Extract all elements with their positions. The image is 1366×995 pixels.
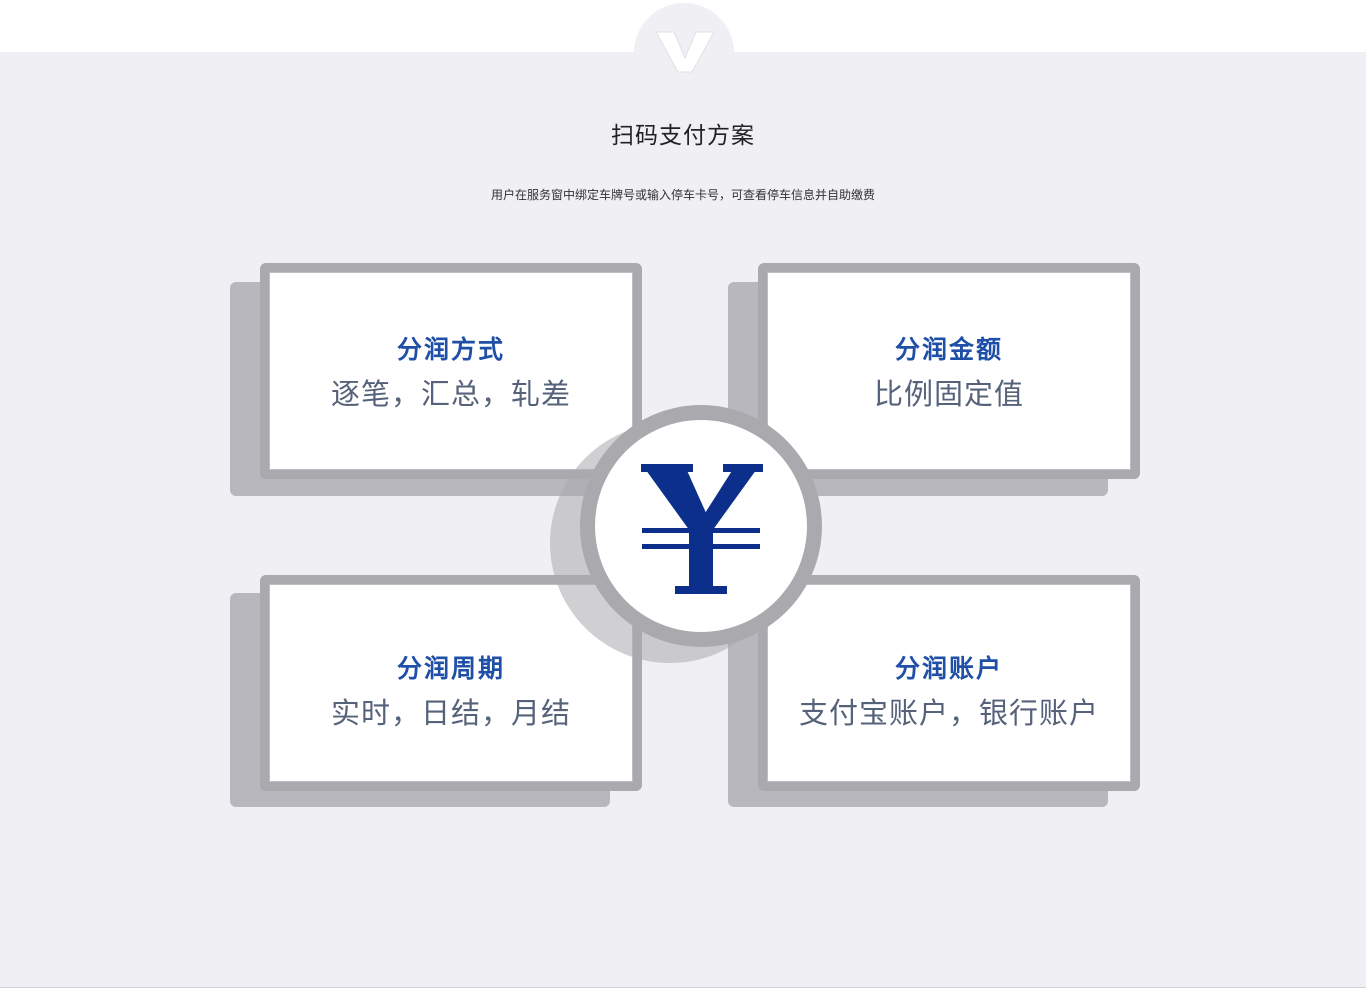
chevron-down-icon[interactable] (654, 28, 716, 74)
page-subtitle: 用户在服务窗中绑定车牌号或输入停车卡号，可查看停车信息并自助缴费 (490, 188, 875, 202)
card-text: 支付宝账户，银行账户 (798, 696, 1099, 730)
page-title: 扫码支付方案 (611, 123, 755, 149)
card-title: 分润账户 (894, 654, 1003, 683)
card-text: 实时，日结，月结 (330, 696, 571, 730)
card-split-method: 分润方式 逐笔，汇总，轧差 (260, 263, 642, 479)
section-tab[interactable] (634, 3, 734, 103)
card-title: 分润金额 (894, 335, 1003, 364)
card-text: 逐笔，汇总，轧差 (330, 377, 571, 411)
card-title: 分润方式 (396, 335, 505, 364)
card-split-account: 分润账户 支付宝账户，银行账户 (758, 575, 1140, 791)
card-text: 比例固定值 (873, 377, 1024, 411)
card-title: 分润周期 (396, 654, 505, 683)
yuan-icon (641, 464, 763, 594)
card-split-amount: 分润金额 比例固定值 (758, 263, 1140, 479)
bottom-divider (0, 987, 1366, 995)
